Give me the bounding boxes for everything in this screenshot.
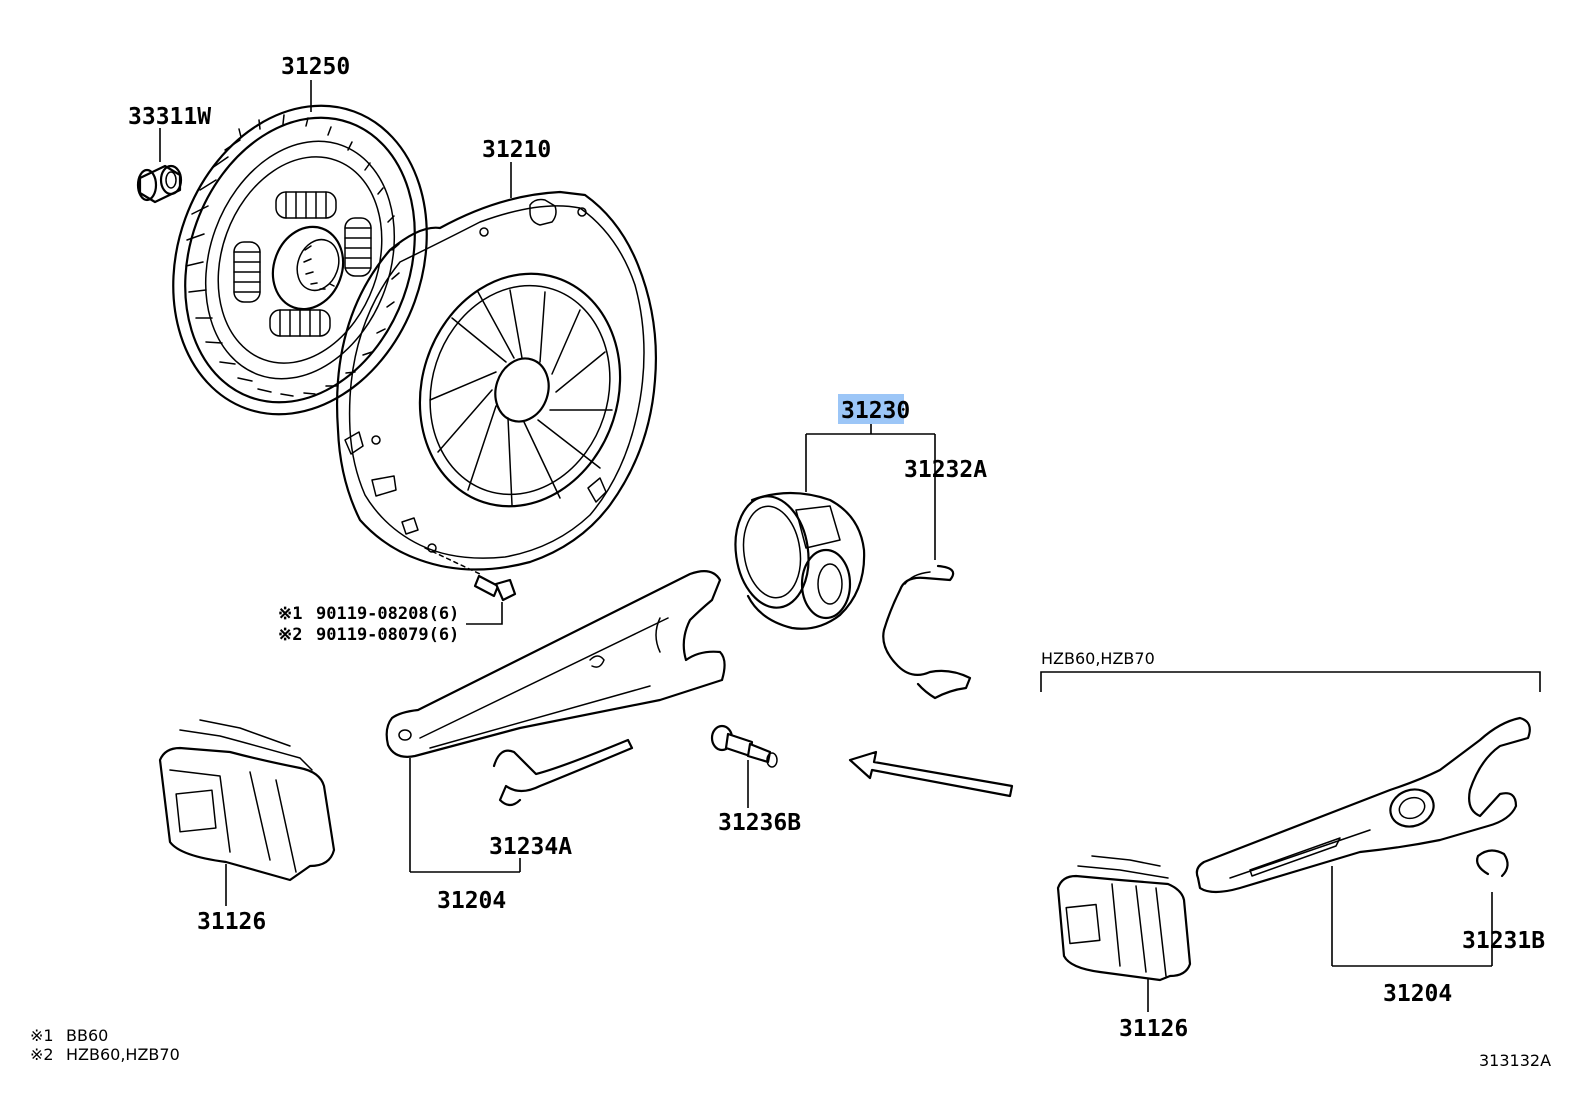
boot-right-illustration[interactable] — [1056, 855, 1192, 982]
boot-left-illustration[interactable] — [158, 719, 336, 882]
direction-arrow — [848, 750, 1014, 798]
part-label-31232a[interactable]: 31232A — [904, 457, 987, 483]
release-bearing-illustration[interactable] — [729, 491, 866, 630]
part-label-31236b[interactable]: 31236B — [718, 810, 801, 836]
part-label-31234a[interactable]: 31234A — [489, 834, 572, 860]
part-label-33311w[interactable]: 33311W — [128, 104, 211, 130]
part-label-31230[interactable]: 31230 — [841, 398, 910, 424]
pivot-stud-illustration[interactable] — [710, 724, 778, 768]
part-label-31210[interactable]: 31210 — [482, 137, 551, 163]
part-label-31204-left[interactable]: 31204 — [437, 888, 506, 914]
pilot-bearing-illustration[interactable] — [136, 164, 183, 204]
cover-bolt-illustration[interactable] — [424, 547, 517, 602]
bolt-note-mark-1: ※1 — [278, 604, 302, 624]
highlight-31230 — [838, 394, 904, 424]
clutch-disc-illustration[interactable] — [131, 70, 468, 450]
footnote-text-2: HZB60,HZB70 — [66, 1045, 180, 1064]
fork-spring-illustration[interactable] — [492, 738, 634, 807]
footnote-text-1: BB60 — [66, 1026, 108, 1045]
bolt-note-mark-2: ※2 — [278, 625, 302, 645]
part-label-31204-right[interactable]: 31204 — [1383, 981, 1452, 1007]
part-label-31250[interactable]: 31250 — [281, 54, 350, 80]
part-label-31126-right[interactable]: 31126 — [1119, 1016, 1188, 1042]
footnote-mark-2: ※2 — [30, 1045, 54, 1064]
part-label-31231b[interactable]: 31231B — [1462, 928, 1545, 954]
variant-label: HZB60,HZB70 — [1041, 649, 1155, 668]
bolt-note-part-1[interactable]: 90119-08208(6) — [316, 604, 459, 624]
release-fork-left-illustration[interactable] — [385, 569, 726, 758]
bolt-note-part-2[interactable]: 90119-08079(6) — [316, 625, 459, 645]
hub-clip-illustration[interactable] — [882, 564, 972, 700]
footnote-mark-1: ※1 — [30, 1026, 54, 1045]
fork-clip-illustration[interactable] — [1476, 849, 1509, 878]
drawing-number: 313132A — [1479, 1051, 1551, 1070]
clutch-cover-illustration[interactable] — [335, 190, 658, 571]
part-label-31126-left[interactable]: 31126 — [197, 909, 266, 935]
release-fork-right-illustration[interactable] — [1195, 716, 1531, 894]
